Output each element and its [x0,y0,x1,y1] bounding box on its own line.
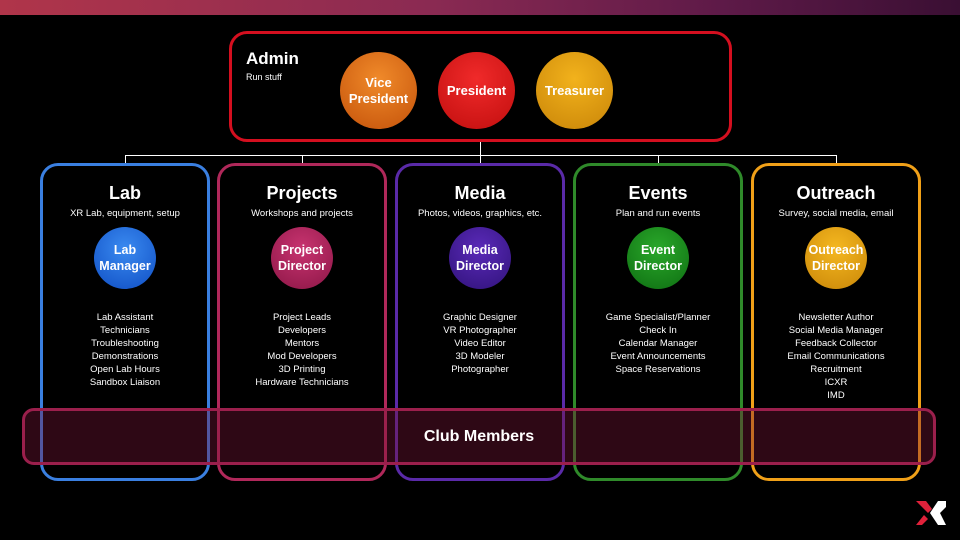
role-item: Game Specialist/Planner [605,312,711,323]
role-item: ICXR [824,377,848,388]
role-item: Demonstrations [91,351,159,362]
role-item: Project Leads [272,312,332,323]
team-media: Media Photos, videos, graphics, etc. Med… [395,163,565,481]
role-item: Space Reservations [615,364,701,375]
role-item: Video Editor [454,338,506,349]
role-item: Graphic Designer [443,312,517,323]
team-title: Media [454,183,506,203]
club-members-band: Club Members [22,408,936,465]
role-item: Calendar Manager [618,338,698,349]
vice-president-node: Vice President [340,52,417,129]
role-item: 3D Modeler [455,351,505,362]
role-item: Open Lab Hours [90,364,160,375]
role-item: Technicians [100,325,150,336]
project-director-node: Project Director [271,227,333,289]
team-title: Events [628,183,688,203]
role-item: Recruitment [810,364,862,375]
role-list: Project Leads Developers Mentors Mod Dev… [220,311,384,389]
team-title: Lab [108,183,141,203]
team-subtitle: Plan and run events [615,208,701,219]
role-item: Newsletter Author [798,312,874,323]
outreach-director-node: Outreach Director [805,227,867,289]
events-drop-line [658,155,659,163]
role-item: Email Communications [787,351,885,362]
lab-drop-line [125,155,126,163]
role-item: Hardware Technicians [255,377,349,388]
lab-manager-node: Lab Manager [94,227,156,289]
club-members-label: Club Members [423,427,535,445]
top-accent-bar [0,0,960,15]
role-item: 3D Printing [278,364,326,375]
admin-subtitle: Run stuff [246,72,282,82]
role-item: Mentors [284,338,320,349]
admin-group: Admin Run stuff Vice President President… [229,31,732,142]
xr-logo-icon [916,501,946,525]
team-subtitle: XR Lab, equipment, setup [70,208,180,219]
role-item: VR Photographer [443,325,517,336]
president-node: President [438,52,515,129]
role-list: Lab Assistant Technicians Troubleshootin… [43,311,207,389]
projects-drop-line [302,155,303,163]
role-item: Mod Developers [267,351,337,362]
role-item: Event Announcements [610,351,706,362]
team-outreach: Outreach Survey, social media, email Out… [751,163,921,481]
role-item: Social Media Manager [788,325,884,336]
media-drop-line [480,155,481,163]
team-subtitle: Survey, social media, email [778,208,894,219]
role-list: Newsletter Author Social Media Manager F… [754,311,918,402]
role-item: Troubleshooting [91,338,159,349]
role-list: Graphic Designer VR Photographer Video E… [398,311,562,376]
admin-title: Admin [246,49,299,68]
role-item: IMD [827,390,845,401]
team-lab: Lab XR Lab, equipment, setup Lab Manager… [40,163,210,481]
role-item: Photographer [451,364,509,375]
treasurer-node: Treasurer [536,52,613,129]
team-subtitle: Photos, videos, graphics, etc. [417,208,543,219]
team-title: Projects [266,183,338,203]
role-item: Developers [277,325,327,336]
event-director-node: Event Director [627,227,689,289]
role-item: Lab Assistant [96,312,154,323]
team-events: Events Plan and run events Event Directo… [573,163,743,481]
role-item: Feedback Collector [795,338,877,349]
outreach-drop-line [836,155,837,163]
admin-stem-line [480,142,481,155]
media-director-node: Media Director [449,227,511,289]
team-title: Outreach [796,183,876,203]
team-projects: Projects Workshops and projects Project … [217,163,387,481]
role-list: Game Specialist/Planner Check In Calenda… [576,311,740,376]
team-subtitle: Workshops and projects [251,208,353,219]
role-item: Sandbox Liaison [89,377,161,388]
role-item: Check In [639,325,677,336]
